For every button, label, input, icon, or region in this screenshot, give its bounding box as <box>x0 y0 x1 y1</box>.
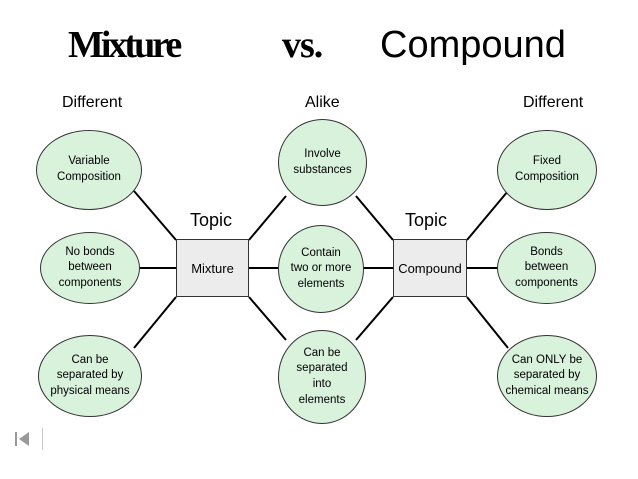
line-compound-separated <box>355 296 394 341</box>
nav-divider <box>42 428 43 450</box>
line-mixture-involve <box>248 195 287 241</box>
node-variable-composition: Variable Composition <box>36 130 142 210</box>
node-physical-means: Can be separated by physical means <box>38 335 142 417</box>
line-compound-involve <box>355 195 394 241</box>
header-different-right: Different <box>523 94 584 111</box>
node-bonds-between: Bonds between components <box>497 232 596 304</box>
node-fixed-composition: Fixed Composition <box>497 130 597 210</box>
title-compound: Compound <box>380 24 566 66</box>
topic-label-left: Topic <box>190 210 233 230</box>
box-compound: Compound <box>393 239 467 297</box>
line-mixture-variable <box>133 190 177 241</box>
node-contain-elements: Contain two or more elements <box>278 225 364 313</box>
line-compound-chemical <box>466 296 509 349</box>
node-chemical-means: Can ONLY be separated by chemical means <box>497 335 597 417</box>
first-slide-arrow <box>19 432 29 446</box>
header-alike: Alike <box>305 94 340 111</box>
header-different-left: Different <box>62 94 123 111</box>
title-mixture: Mixture <box>68 24 182 66</box>
line-mixture-physical <box>133 296 177 349</box>
topic-label-right: Topic <box>405 210 448 230</box>
line-mixture-separated <box>248 296 287 341</box>
node-no-bonds: No bonds between components <box>40 232 140 304</box>
line-compound-fixed <box>466 190 509 241</box>
title-vs: vs. <box>282 24 323 66</box>
box-mixture: Mixture <box>176 239 249 297</box>
node-separated-into-elements: Can be separated into elements <box>278 330 366 424</box>
node-involve-substances: Involve substances <box>278 119 367 206</box>
first-slide-bar <box>15 432 17 446</box>
